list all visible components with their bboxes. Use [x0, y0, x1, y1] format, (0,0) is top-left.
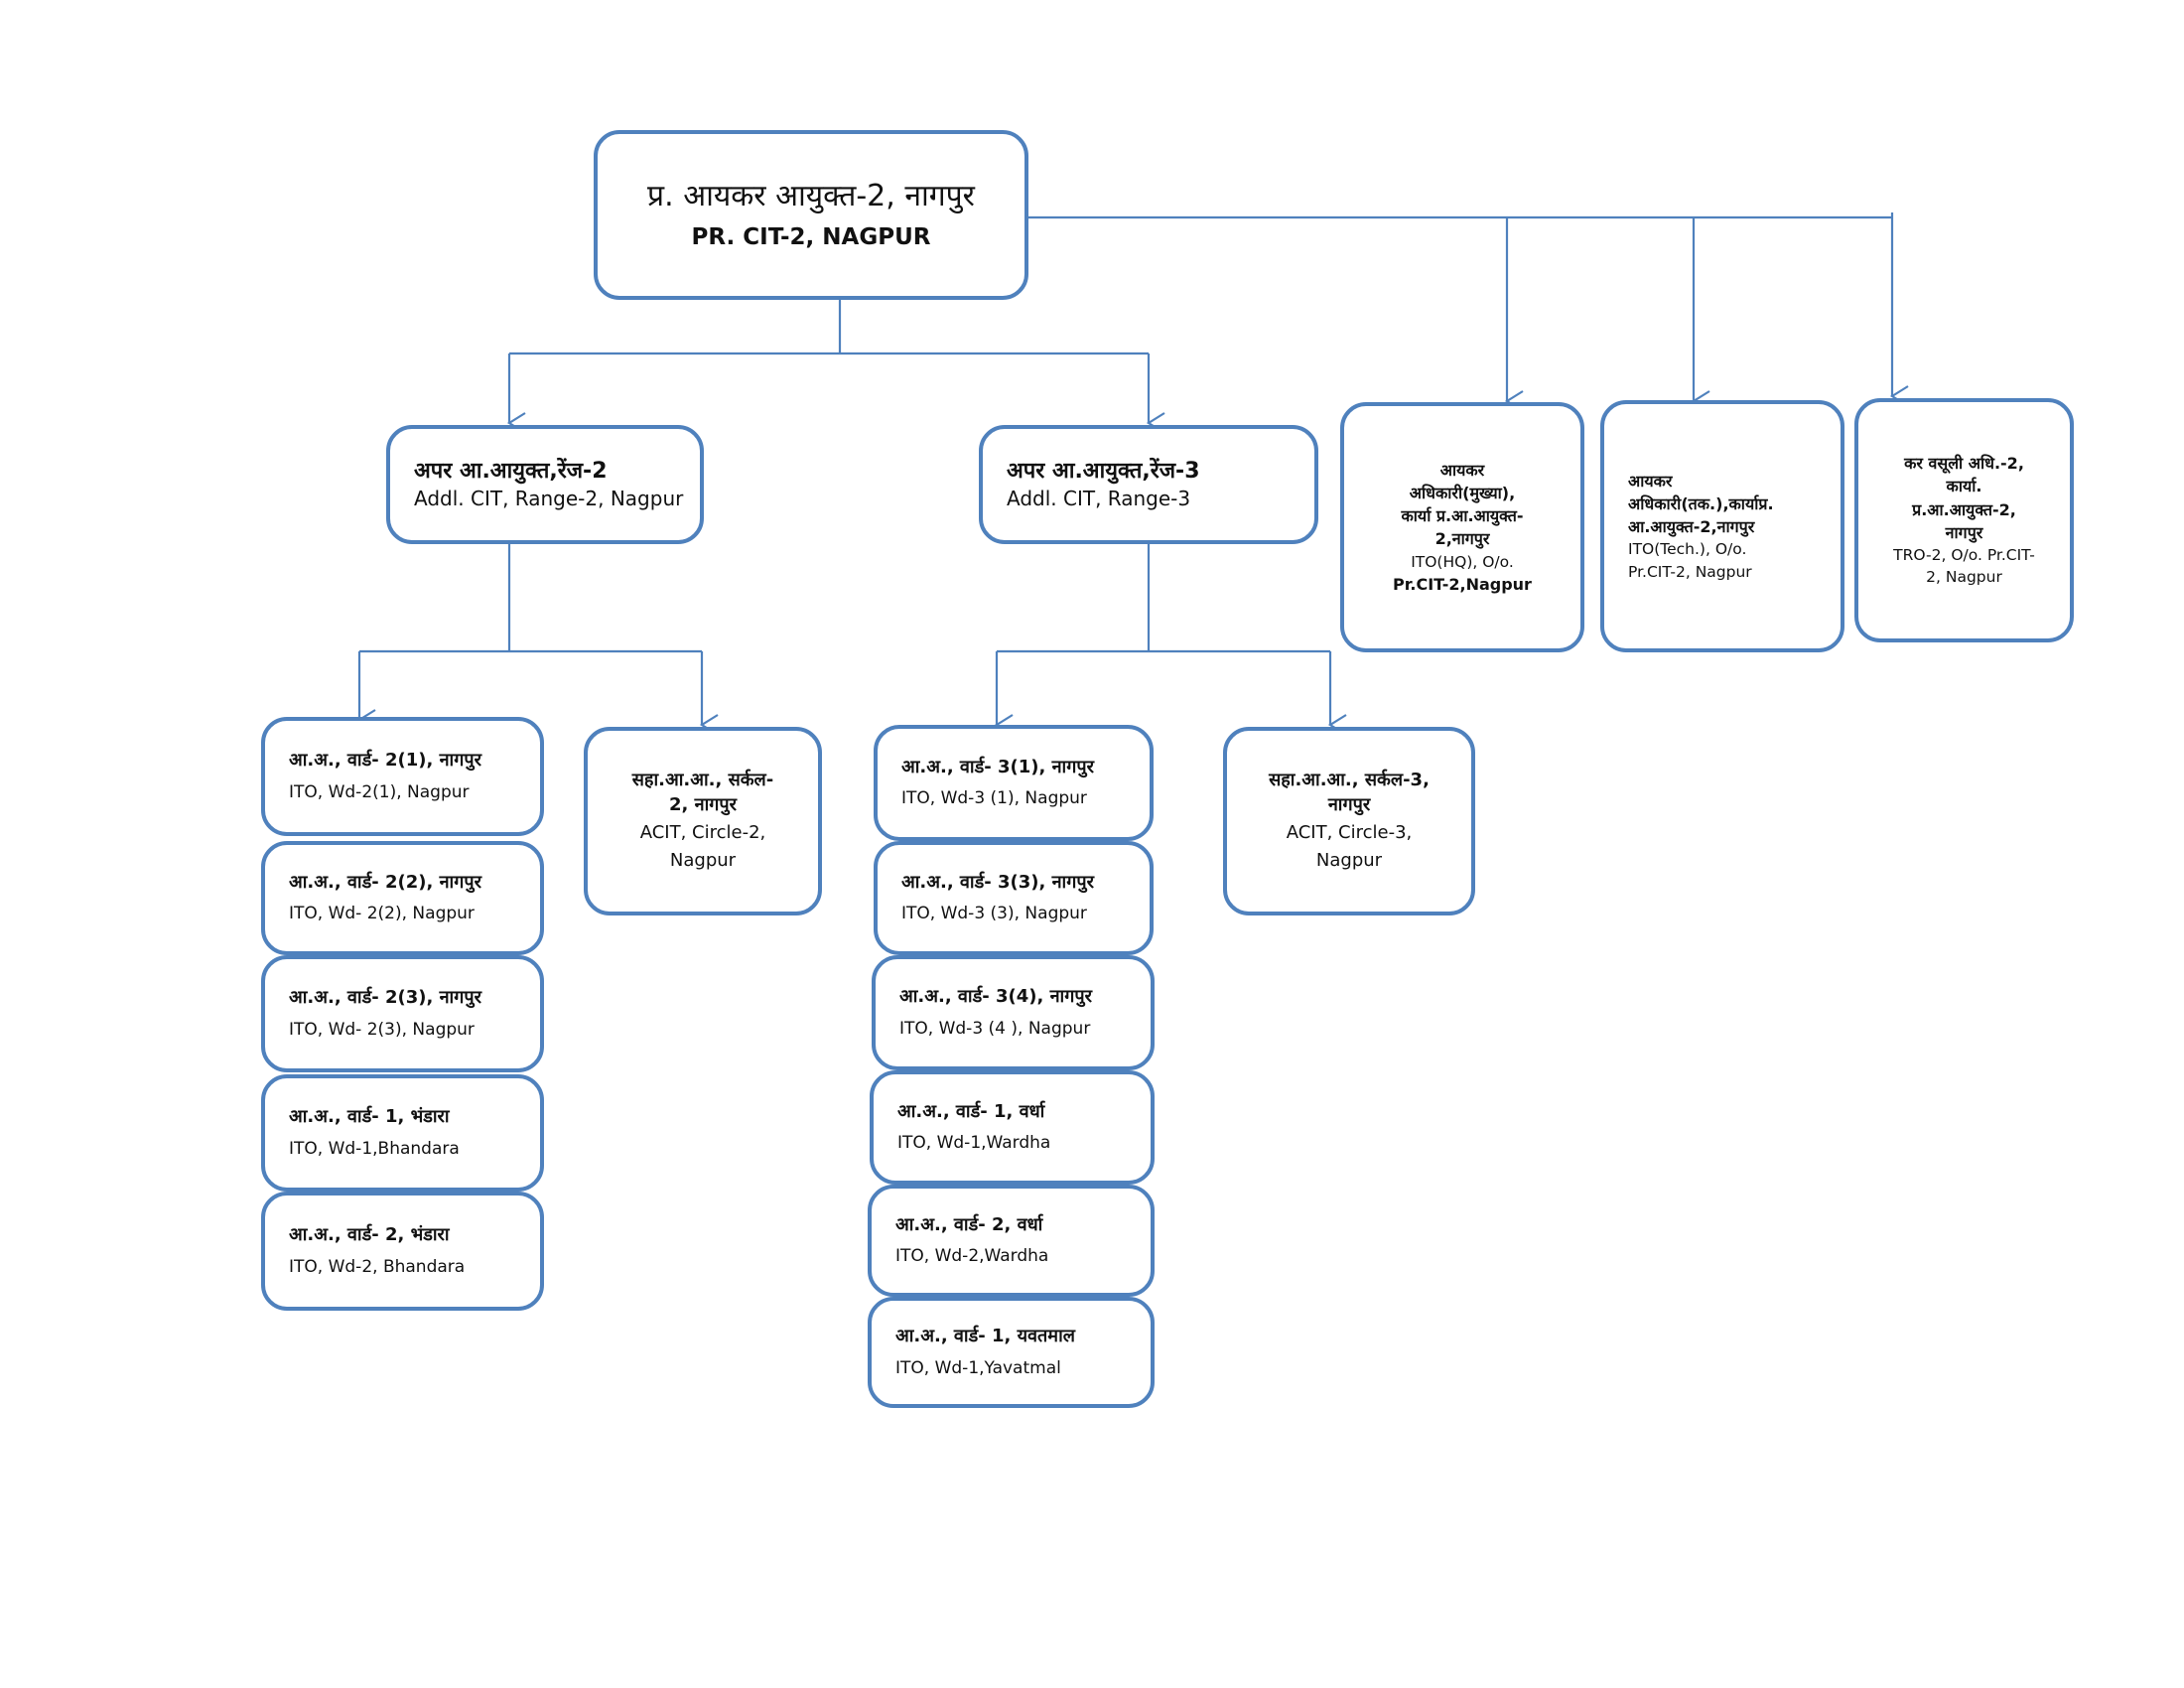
node-line: कार्या प्र.आ.आयुक्त- — [1401, 506, 1524, 526]
node-line: आयकर — [1628, 471, 1673, 491]
node-title-english: ITO, Wd-1,Bhandara — [289, 1138, 460, 1159]
node-line: 2,नागपुर — [1434, 529, 1490, 549]
node-acit-circle-3: सहा.आ.आ., सर्कल-3, नागपुर ACIT, Circle-3… — [1223, 727, 1475, 915]
node-title-english: Addl. CIT, Range-2, Nagpur — [414, 487, 684, 511]
node-title-hindi: प्र. आयकर आयुक्त-2, नागपुर — [647, 178, 975, 213]
node-title-english: ITO, Wd- 2(3), Nagpur — [289, 1019, 475, 1040]
node-line: नागपुर — [1327, 793, 1371, 815]
node-ito-wd-1-wardha: आ.अ., वार्ड- 1, वर्धा ITO, Wd-1,Wardha — [870, 1070, 1155, 1185]
node-line: 2, Nagpur — [1926, 568, 2002, 587]
node-title-hindi: आ.अ., वार्ड- 2(1), नागपुर — [289, 750, 481, 772]
node-ito-wd-2-3: आ.अ., वार्ड- 2(3), नागपुर ITO, Wd- 2(3),… — [261, 955, 544, 1072]
node-addl-cit-range-3: अपर आ.आयुक्त,रेंज-3 Addl. CIT, Range-3 — [979, 425, 1318, 544]
node-line: ITO(Tech.), O/o. — [1628, 540, 1747, 559]
node-line: आ.आयुक्त-2,नागपुर — [1628, 517, 1755, 537]
node-ito-hq: आयकर अधिकारी(मुख्या), कार्या प्र.आ.आयुक्… — [1340, 402, 1584, 652]
node-title-hindi: आ.अ., वार्ड- 2, भंडारा — [289, 1224, 450, 1246]
node-line: अधिकारी(तक.),कार्याप्र. — [1628, 493, 1774, 513]
node-acit-circle-2: सहा.आ.आ., सर्कल- 2, नागपुर ACIT, Circle-… — [584, 727, 822, 915]
node-line: अधिकारी(मुख्या), — [1409, 483, 1516, 502]
node-title-english: ITO, Wd-3 (3), Nagpur — [901, 904, 1087, 924]
node-title-english: ITO, Wd- 2(2), Nagpur — [289, 904, 475, 924]
node-line: सहा.आ.आ., सर्कल-3, — [1269, 770, 1430, 791]
node-title-hindi: आ.अ., वार्ड- 3(1), नागपुर — [901, 756, 1094, 777]
node-line: Nagpur — [1315, 850, 1383, 872]
node-line: TRO-2, O/o. Pr.CIT- — [1893, 545, 2035, 564]
node-title-english: ITO, Wd-3 (1), Nagpur — [901, 788, 1087, 809]
node-ito-wd-3-1: आ.अ., वार्ड- 3(1), नागपुर ITO, Wd-3 (1),… — [874, 725, 1154, 841]
node-title-hindi: आ.अ., वार्ड- 1, यवतमाल — [895, 1326, 1075, 1347]
node-ito-wd-2-wardha: आ.अ., वार्ड- 2, वर्धा ITO, Wd-2,Wardha — [868, 1185, 1155, 1297]
node-title-english: ITO, Wd-2, Bhandara — [289, 1256, 466, 1277]
node-ito-wd-1-bhandara: आ.अ., वार्ड- 1, भंडारा ITO, Wd-1,Bhandar… — [261, 1074, 544, 1192]
node-title-hindi: आ.अ., वार्ड- 3(4), नागपुर — [899, 986, 1092, 1008]
node-title-hindi: आ.अ., वार्ड- 1, भंडारा — [289, 1106, 450, 1128]
node-title-english: ITO, Wd-2(1), Nagpur — [289, 781, 470, 802]
node-addl-cit-range-2: अपर आ.आयुक्त,रेंज-2 Addl. CIT, Range-2, … — [386, 425, 704, 544]
node-title-hindi: आ.अ., वार्ड- 2(3), नागपुर — [289, 987, 481, 1009]
node-title-english: ITO, Wd-2,Wardha — [895, 1246, 1049, 1267]
node-title-english: ITO, Wd-1,Yavatmal — [895, 1357, 1061, 1378]
node-line: आयकर — [1439, 460, 1485, 480]
node-line: कर वसूली अधि.-2, — [1904, 454, 2024, 474]
node-title-english: ITO, Wd-1,Wardha — [897, 1133, 1051, 1154]
node-tro-2: कर वसूली अधि.-2, कार्या. प्र.आ.आयुक्त-2,… — [1854, 398, 2074, 642]
node-title-hindi: अपर आ.आयुक्त,रेंज-2 — [414, 458, 608, 484]
node-title-hindi: आ.अ., वार्ड- 2(2), नागपुर — [289, 871, 481, 893]
node-title-english: PR. CIT-2, NAGPUR — [691, 224, 931, 251]
node-ito-wd-2-bhandara: आ.अ., वार्ड- 2, भंडारा ITO, Wd-2, Bhanda… — [261, 1192, 544, 1311]
node-line: Pr.CIT-2,Nagpur — [1393, 575, 1532, 595]
node-line: Nagpur — [669, 850, 737, 872]
node-title-hindi: आ.अ., वार्ड- 2, वर्धा — [895, 1213, 1043, 1235]
node-line: ACIT, Circle-3, — [1286, 822, 1413, 843]
node-ito-tech: आयकर अधिकारी(तक.),कार्याप्र. आ.आयुक्त-2,… — [1600, 400, 1844, 652]
node-ito-wd-2-2: आ.अ., वार्ड- 2(2), नागपुर ITO, Wd- 2(2),… — [261, 841, 544, 955]
node-line: नागपुर — [1945, 522, 1983, 542]
node-title-english: ITO, Wd-3 (4 ), Nagpur — [899, 1018, 1091, 1039]
node-line: Pr.CIT-2, Nagpur — [1628, 562, 1752, 581]
node-line: सहा.आ.आ., सर्कल- — [631, 770, 774, 791]
node-title-hindi: अपर आ.आयुक्त,रेंज-3 — [1007, 458, 1200, 484]
node-line: 2, नागपुर — [668, 793, 737, 815]
node-line: कार्या. — [1946, 477, 1982, 496]
node-ito-wd-1-yavatmal: आ.अ., वार्ड- 1, यवतमाल ITO, Wd-1,Yavatma… — [868, 1297, 1155, 1408]
node-title-english: Addl. CIT, Range-3 — [1007, 487, 1191, 511]
node-ito-wd-2-1: आ.अ., वार्ड- 2(1), नागपुर ITO, Wd-2(1), … — [261, 717, 544, 836]
node-title-hindi: आ.अ., वार्ड- 3(3), नागपुर — [901, 871, 1094, 893]
node-line: ITO(HQ), O/o. — [1411, 552, 1514, 571]
node-ito-wd-3-3: आ.अ., वार्ड- 3(3), नागपुर ITO, Wd-3 (3),… — [874, 841, 1154, 955]
node-pr-cit-2: प्र. आयकर आयुक्त-2, नागपुर PR. CIT-2, NA… — [594, 130, 1028, 300]
node-ito-wd-3-4: आ.अ., वार्ड- 3(4), नागपुर ITO, Wd-3 (4 )… — [872, 955, 1155, 1070]
node-line: ACIT, Circle-2, — [639, 822, 766, 843]
node-line: प्र.आ.आयुक्त-2, — [1912, 499, 2016, 519]
node-title-hindi: आ.अ., वार्ड- 1, वर्धा — [897, 1100, 1045, 1122]
